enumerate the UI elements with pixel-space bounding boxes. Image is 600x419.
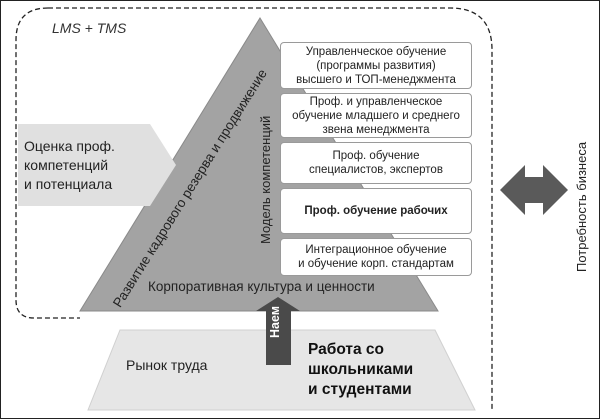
lms-tms-label: LMS + TMS	[52, 20, 127, 36]
lms-tms-boundary	[48, 7, 493, 410]
corporate-culture-label: Корпоративная культура и ценности	[148, 279, 375, 294]
schools-students-label: Работа со школьниками и студентами	[308, 341, 414, 398]
level-middle-management: Проф. и управленческое обучение младшего…	[280, 93, 472, 138]
level-top-management: Управленческое обучение (программы разви…	[280, 42, 472, 89]
business-need-label: Потребность бизнеса	[574, 141, 589, 272]
level-specialists: Проф. обучение специалистов, экспертов	[280, 142, 472, 184]
assessment-label: Оценка проф. компетенций и потенциала	[24, 138, 115, 192]
assessment-arrow	[18, 124, 176, 206]
lms-tms-boundary-left	[15, 7, 80, 319]
level-integration: Интеграционное обучение и обучение корп.…	[280, 238, 472, 276]
labor-market-base	[87, 329, 476, 411]
labor-market-label: Рынок труда	[126, 357, 208, 373]
double-arrow	[500, 165, 568, 215]
competency-model-label: Модель компетенций	[258, 115, 273, 244]
hire-arrow	[256, 297, 300, 365]
level-workers: Проф. обучение рабочих	[280, 188, 472, 234]
hire-label: Наем	[268, 306, 282, 339]
